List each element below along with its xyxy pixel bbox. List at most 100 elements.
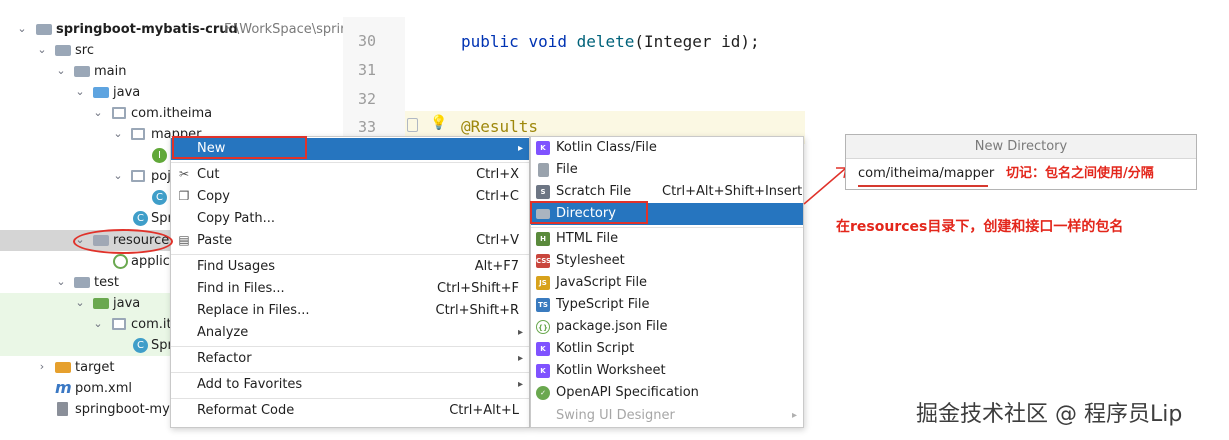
menu-item-label: Refactor (197, 351, 252, 366)
submenu-item-html-file[interactable]: H HTML File (531, 228, 803, 250)
package-icon (131, 128, 145, 140)
copy-icon: ❐ (178, 189, 190, 203)
submenu-item-package-json[interactable]: {} package.json File (531, 316, 803, 338)
submenu-item-shortcut: Ctrl+Alt+Shift+Insert (662, 184, 803, 199)
folder-icon (74, 277, 90, 288)
openapi-icon: ✓ (536, 386, 550, 400)
chevron-down-icon[interactable]: ⌄ (93, 317, 103, 330)
menu-item-copy[interactable]: ❐ Copy Ctrl+C (171, 186, 529, 208)
submenu-arrow-icon: ▸ (791, 410, 797, 421)
directory-name-input[interactable]: com/itheima/mapper (858, 166, 995, 181)
submenu-item-label: Scratch File (556, 184, 632, 199)
submenu-item-kotlin-worksheet[interactable]: K Kotlin Worksheet (531, 360, 803, 382)
tree-row-project[interactable]: ⌄ springboot-mybatis-crud F:\WorkSpace\s… (0, 19, 343, 40)
chevron-down-icon[interactable]: ⌄ (56, 64, 66, 77)
code-editor[interactable]: 30 31 32 33 💡 public void delete(Integer… (343, 17, 805, 144)
menu-item-analyze[interactable]: Analyze ▸ (171, 322, 529, 344)
line-number: 30 (357, 32, 376, 50)
dialog-annotation: 切记：包名之间使用/分隔 (1006, 166, 1154, 181)
menu-item-label: Replace in Files... (197, 303, 310, 318)
tree-row-main[interactable]: ⌄ main (0, 61, 343, 82)
tree-row-src[interactable]: ⌄ src (0, 40, 343, 61)
tree-label: Spr (151, 211, 173, 226)
menu-item-shortcut: Ctrl+Shift+F (437, 281, 519, 296)
code-token: void (528, 32, 577, 51)
tree-row-interface[interactable]: I (0, 145, 343, 166)
package-icon (131, 170, 145, 182)
folder-icon (536, 209, 550, 219)
watermark: 掘金技术社区 @ 程序员Lip (916, 402, 1183, 427)
css-icon: CSS (536, 254, 551, 268)
tree-row-test[interactable]: ⌄ test (0, 272, 343, 293)
kotlin-script-icon: K (536, 342, 550, 356)
chevron-down-icon[interactable]: ⌄ (93, 106, 103, 119)
chevron-down-icon[interactable]: ⌄ (56, 275, 66, 288)
tree-label: poj (151, 169, 171, 184)
submenu-item-directory[interactable]: Directory (531, 203, 803, 225)
submenu-item-file[interactable]: File (531, 159, 803, 181)
submenu-item-label: JavaScript File (556, 275, 648, 290)
chevron-right-icon[interactable]: › (39, 360, 45, 373)
tree-row-target[interactable]: › target (0, 357, 343, 378)
file-icon (538, 163, 549, 177)
chevron-down-icon[interactable]: ⌄ (75, 296, 85, 309)
fold-icon[interactable] (407, 118, 418, 132)
tree-label: test (94, 275, 119, 290)
menu-item-shortcut: Ctrl+Shift+R (435, 303, 520, 318)
tree-row-application-yml[interactable]: applic (0, 251, 343, 272)
tree-row-pom[interactable]: m pom.xml (0, 378, 343, 399)
menu-item-refactor[interactable]: Refactor ▸ (171, 348, 529, 370)
menu-item-reformat-code[interactable]: Reformat Code Ctrl+Alt+L (171, 400, 529, 422)
submenu-item-stylesheet[interactable]: CSS Stylesheet (531, 250, 803, 272)
editor-gutter: 30 31 32 33 (343, 17, 405, 144)
submenu-item-swing-ui-designer[interactable]: Swing UI Designer ▸ (531, 405, 803, 427)
tree-row-package[interactable]: ⌄ com.itheima (0, 103, 343, 124)
submenu-item-javascript-file[interactable]: JS JavaScript File (531, 272, 803, 294)
submenu-item-typescript-file[interactable]: TS TypeScript File (531, 294, 803, 316)
tree-row-application-class[interactable]: C Spr (0, 208, 343, 229)
tree-row-java[interactable]: ⌄ java (0, 82, 343, 103)
submenu-item-kotlin-script[interactable]: K Kotlin Script (531, 338, 803, 360)
menu-item-find-in-files[interactable]: Find in Files... Ctrl+Shift+F (171, 278, 529, 300)
tree-label: main (94, 64, 127, 79)
submenu-item-label: Kotlin Script (556, 341, 635, 356)
tree-row-pojo[interactable]: ⌄ poj (0, 166, 343, 187)
menu-item-cut[interactable]: ✂ Cut Ctrl+X (171, 164, 529, 186)
tree-label: com.itheima (131, 106, 213, 121)
menu-separator (171, 372, 529, 373)
chevron-down-icon[interactable]: ⌄ (17, 22, 27, 35)
submenu-arrow-icon: ▸ (517, 327, 523, 338)
class-icon: C (152, 190, 167, 205)
test-class-icon: C (133, 338, 148, 353)
code-token: delete (576, 32, 635, 51)
menu-separator (171, 162, 529, 163)
submenu-item-scratch-file[interactable]: S Scratch File Ctrl+Alt+Shift+Insert (531, 181, 803, 203)
menu-item-paste[interactable]: ▤ Paste Ctrl+V (171, 230, 529, 252)
menu-separator (171, 398, 529, 399)
paste-icon: ▤ (178, 233, 190, 247)
menu-item-add-to-favorites[interactable]: Add to Favorites ▸ (171, 374, 529, 396)
submenu-item-openapi[interactable]: ✓ OpenAPI Specification (531, 382, 803, 404)
tree-row-class[interactable]: C (0, 187, 343, 208)
code-line-33[interactable]: @Results (461, 117, 538, 136)
resources-highlight-ellipse (73, 229, 173, 254)
source-folder-icon (93, 87, 109, 98)
intention-bulb-icon[interactable]: 💡 (430, 115, 448, 131)
submenu-item-kotlin-class[interactable]: K Kotlin Class/File (531, 137, 803, 159)
tree-row-iml[interactable]: springboot-myb (0, 399, 343, 420)
chevron-down-icon[interactable]: ⌄ (37, 43, 47, 56)
menu-item-shortcut: Ctrl+V (476, 233, 519, 248)
code-line-30[interactable]: public void delete(Integer id); (461, 32, 760, 51)
new-highlight-box (172, 136, 307, 159)
menu-separator (531, 227, 803, 228)
menu-item-replace-in-files[interactable]: Replace in Files... Ctrl+Shift+R (171, 300, 529, 322)
chevron-down-icon[interactable]: ⌄ (113, 127, 123, 140)
code-token: @Results (461, 117, 539, 136)
chevron-down-icon[interactable]: ⌄ (75, 85, 85, 98)
menu-item-label: New (197, 141, 226, 156)
spring-config-icon (113, 254, 128, 269)
menu-item-new[interactable]: New ▸ (171, 138, 529, 160)
menu-item-find-usages[interactable]: Find Usages Alt+F7 (171, 256, 529, 278)
menu-item-copy-path[interactable]: Copy Path... (171, 208, 529, 230)
chevron-down-icon[interactable]: ⌄ (113, 169, 123, 182)
